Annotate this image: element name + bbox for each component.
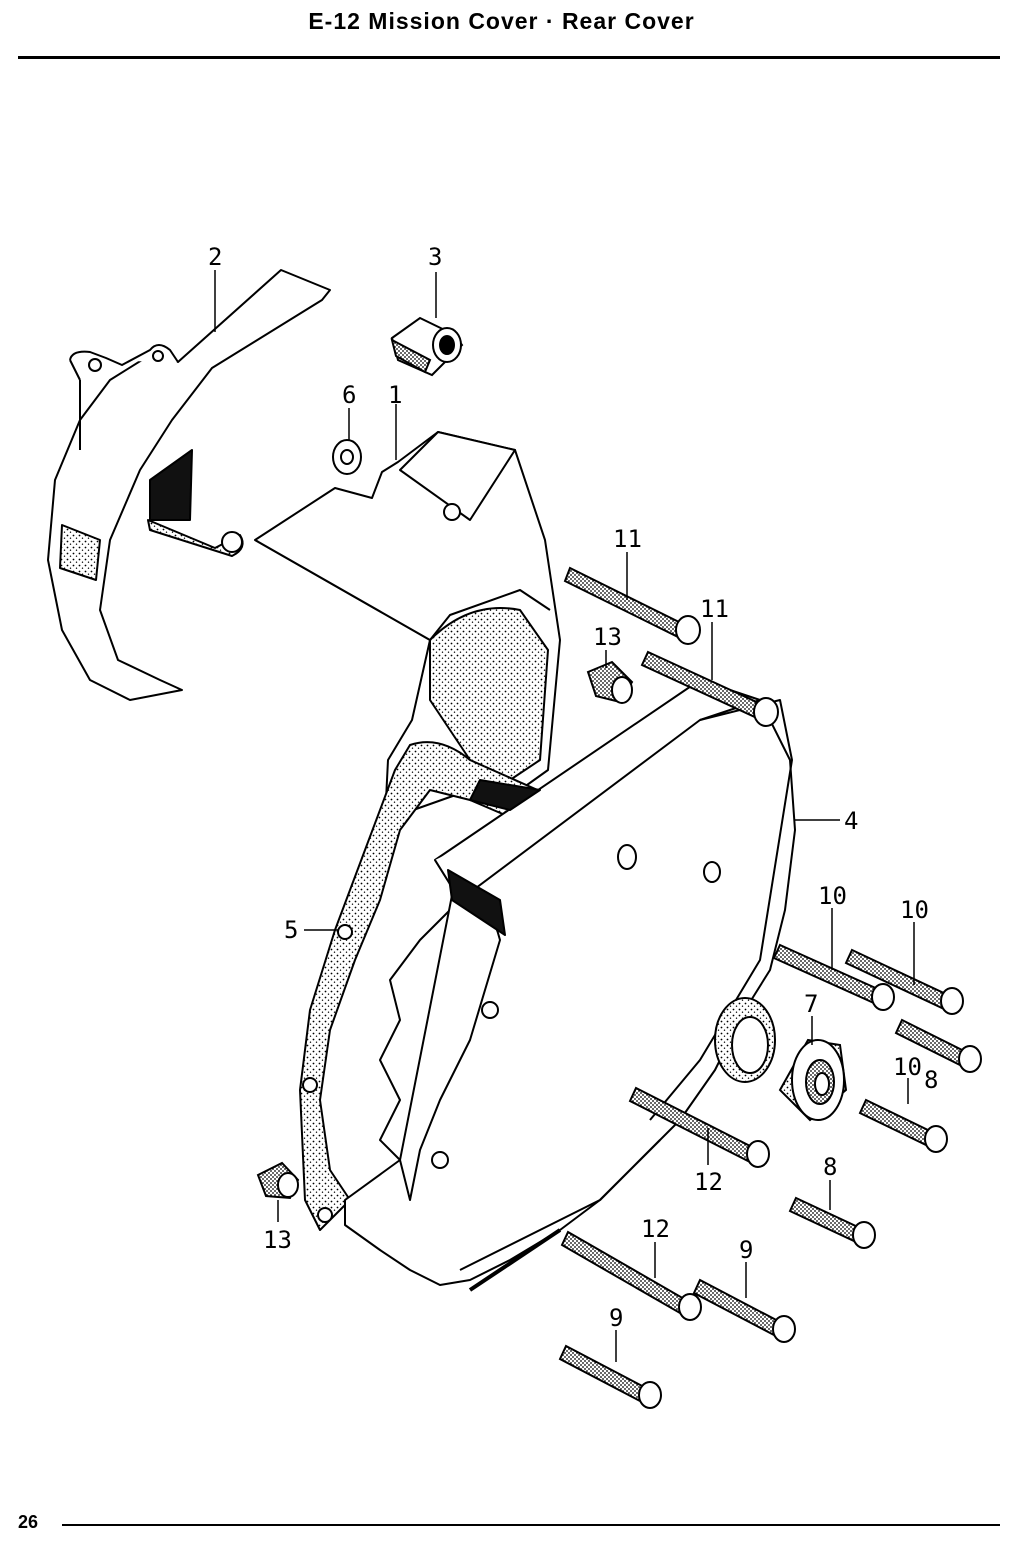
callout-9-lower: 9	[609, 1304, 623, 1332]
callout-8-lower: 8	[823, 1153, 837, 1181]
callout-11-upper: 11	[613, 525, 642, 553]
callout-10-left: 10	[818, 882, 847, 910]
callout-1: 1	[388, 381, 402, 409]
callout-12-upper: 12	[694, 1168, 723, 1196]
callout-6: 6	[342, 381, 356, 409]
page-title: E-12 Mission Cover · Rear Cover	[308, 8, 695, 34]
page-number: 26	[18, 1512, 39, 1532]
part-5-gasket	[299, 741, 561, 1231]
footer-divider	[62, 1524, 1000, 1526]
part-1-chain-case	[221, 431, 561, 821]
callout-5: 5	[284, 916, 298, 944]
callout-9-upper: 9	[739, 1236, 753, 1264]
callout-7: 7	[804, 990, 818, 1018]
callout-leaders	[214, 270, 915, 1362]
part-8-9-10-11-12-screws	[558, 566, 982, 1409]
callout-12-lower: 12	[641, 1215, 670, 1243]
part-4-rear-cover	[344, 679, 796, 1292]
callout-13-upper: 13	[593, 623, 622, 651]
part-3-collar	[390, 316, 464, 377]
part-13-dowel-pins	[256, 660, 634, 1200]
callout-8-upper: 8	[924, 1066, 938, 1094]
callout-11-lower: 11	[700, 595, 729, 623]
part-7-oil-seal	[778, 1038, 848, 1122]
callout-10-lower: 10	[893, 1053, 922, 1081]
callout-10-right: 10	[900, 896, 929, 924]
callout-13-lower: 13	[263, 1226, 292, 1254]
part-2-chain-guard	[47, 269, 331, 701]
callout-labels: 2 3 6 1 11 11 13 4 5 10 10 7 10 8 12 8 1…	[208, 243, 938, 1332]
callout-2: 2	[208, 243, 222, 271]
callout-4: 4	[844, 807, 858, 835]
title-divider	[18, 56, 1000, 59]
callout-3: 3	[428, 243, 442, 271]
part-6-washer	[332, 439, 362, 475]
